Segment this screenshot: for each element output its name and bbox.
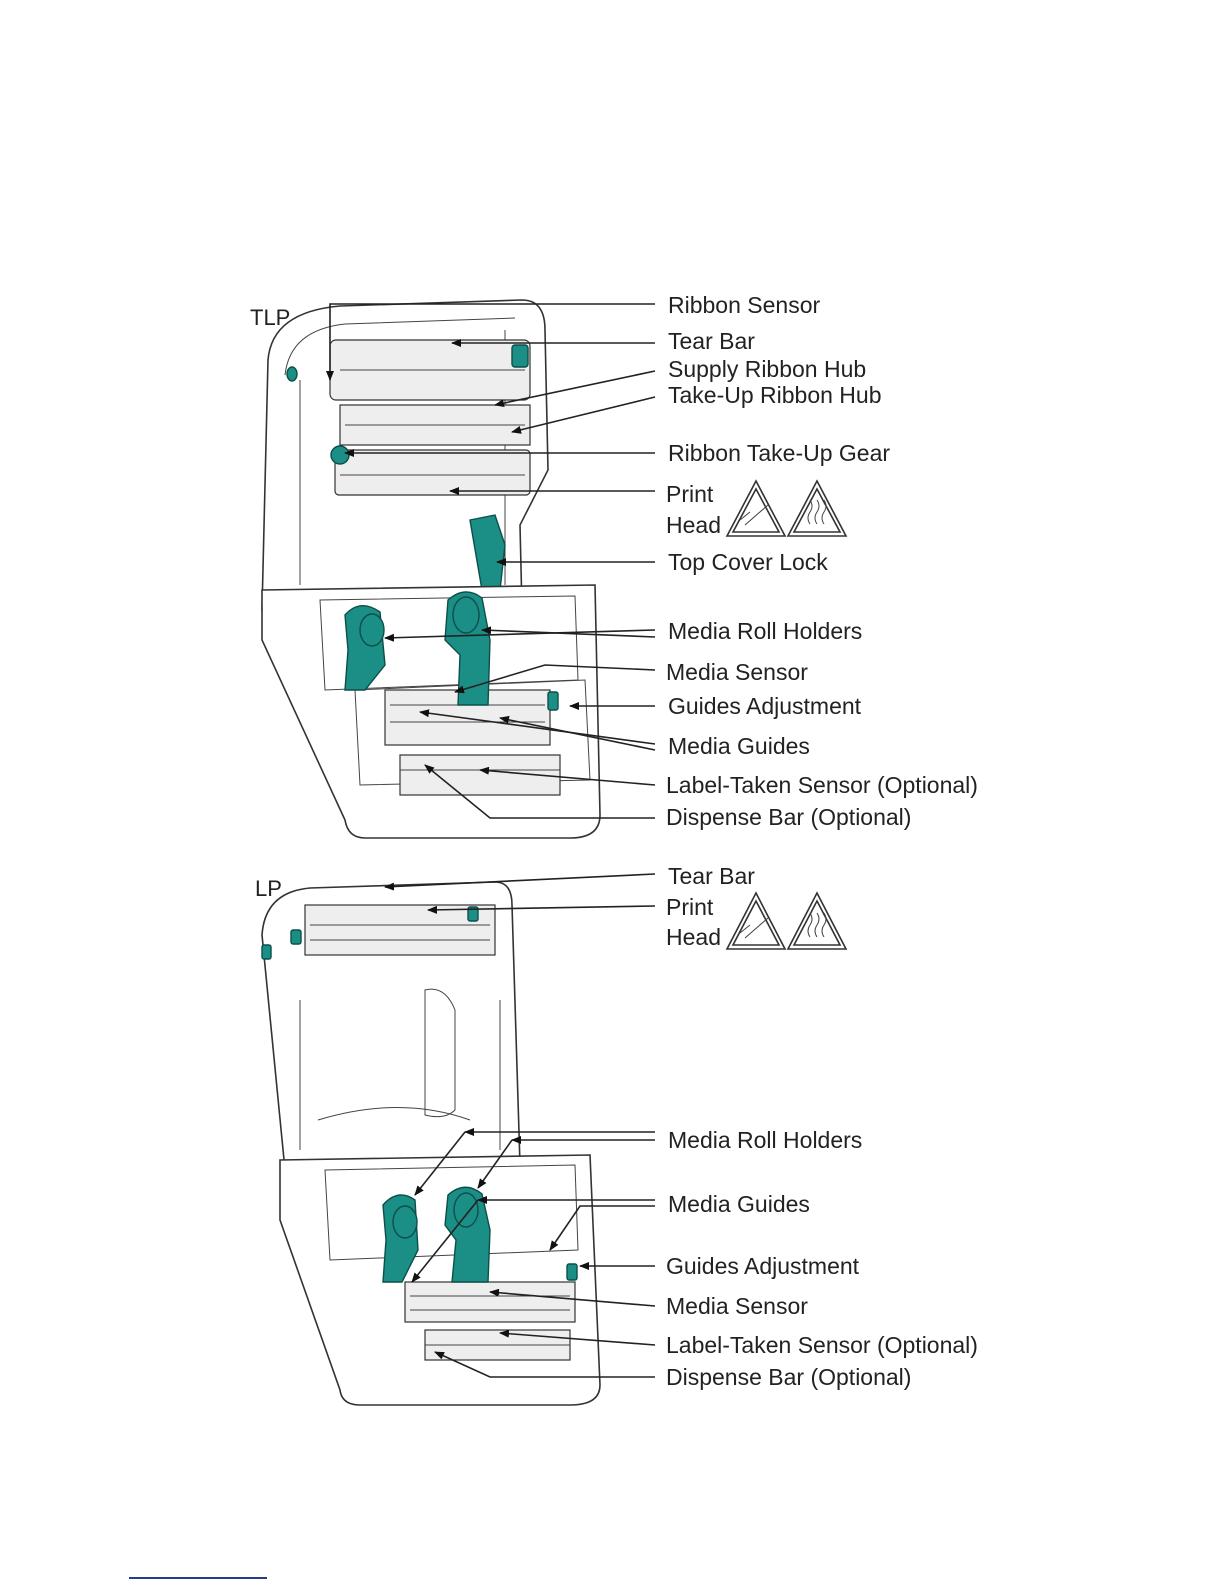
esd-warning-icon <box>725 479 787 537</box>
tlp-media-roll-holders-label: Media Roll Holders <box>668 618 862 644</box>
lp-tear-bar-label: Tear Bar <box>668 863 755 889</box>
lp-callout-labels: Tear Bar Print Head Media Roll Holders M… <box>666 863 978 1390</box>
lp-printer-illustration <box>261 881 601 1406</box>
hot-surface-warning-icon <box>786 479 848 537</box>
tlp-tear-bar-label: Tear Bar <box>668 328 755 354</box>
footer-rule <box>129 1577 267 1579</box>
lp-media-roll-holders-label: Media Roll Holders <box>668 1127 862 1153</box>
esd-warning-icon <box>725 891 787 950</box>
tlp-model-label: TLP <box>250 305 290 330</box>
tlp-ribbon-take-up-gear-label: Ribbon Take-Up Gear <box>668 440 890 466</box>
lp-label-taken-sensor-label: Label-Taken Sensor (Optional) <box>666 1332 978 1358</box>
tlp-print-head-label-line1: Print <box>666 481 714 507</box>
tlp-guides-adjustment-label: Guides Adjustment <box>668 693 862 719</box>
tlp-label-taken-sensor-label: Label-Taken Sensor (Optional) <box>666 772 978 798</box>
tlp-dispense-bar-label: Dispense Bar (Optional) <box>666 804 911 830</box>
lp-leader-lines <box>384 873 656 1378</box>
lp-dispense-bar-label: Dispense Bar (Optional) <box>666 1364 911 1390</box>
tlp-printer-illustration <box>261 299 601 839</box>
tlp-ribbon-sensor-label: Ribbon Sensor <box>668 292 820 318</box>
tlp-print-head-label-line2: Head <box>666 512 721 538</box>
lp-media-guides-label: Media Guides <box>668 1191 810 1217</box>
lp-guides-adjustment-label: Guides Adjustment <box>666 1253 860 1279</box>
lp-print-head-label-line2: Head <box>666 924 721 950</box>
hot-surface-warning-icon <box>786 891 848 950</box>
tlp-take-up-ribbon-hub-label: Take-Up Ribbon Hub <box>668 382 882 408</box>
lp-print-head-label-line1: Print <box>666 894 714 920</box>
tlp-media-sensor-label: Media Sensor <box>666 659 808 685</box>
tlp-leader-lines <box>326 303 656 819</box>
tlp-top-cover-lock-label: Top Cover Lock <box>668 549 828 575</box>
lp-media-sensor-label: Media Sensor <box>666 1293 808 1319</box>
tlp-callout-labels: Ribbon Sensor Tear Bar Supply Ribbon Hub… <box>666 292 978 830</box>
tlp-supply-ribbon-hub-label: Supply Ribbon Hub <box>668 356 866 382</box>
tlp-media-guides-label: Media Guides <box>668 733 810 759</box>
lp-model-label: LP <box>255 876 282 901</box>
